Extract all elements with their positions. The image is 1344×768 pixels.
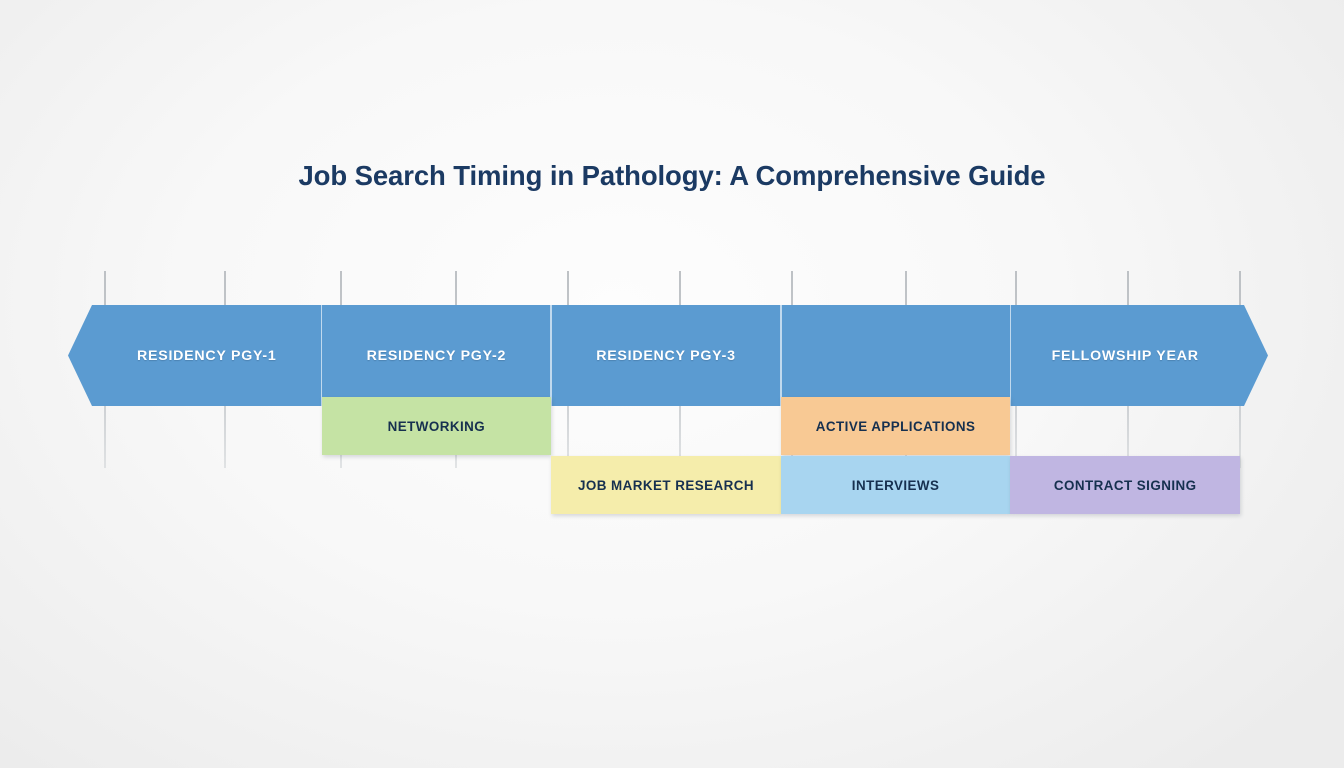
task-label-1: NETWORKING	[387, 418, 486, 434]
phase-segment-3[interactable]: RESIDENCY PGY-3	[551, 305, 781, 406]
task-bar-active-applications[interactable]: ACTIVE APPLICATIONS	[780, 397, 1011, 455]
phase-separator-3	[779, 305, 782, 406]
phase-segment-1[interactable]: RESIDENCY PGY-1	[92, 305, 322, 406]
phase-separator-2	[550, 305, 553, 406]
phase-segment-5[interactable]: FELLOWSHIP YEAR	[1010, 305, 1240, 406]
task-label-5: CONTRACT SIGNING	[1053, 477, 1197, 493]
task-bar-interviews[interactable]: INTERVIEWS	[780, 456, 1011, 514]
phase-label-2: RESIDENCY PGY-2	[366, 347, 507, 364]
task-label-2: ACTIVE APPLICATIONS	[815, 418, 976, 434]
phase-segment-2[interactable]: RESIDENCY PGY-2	[322, 305, 552, 406]
timeline-arrow-shape	[68, 305, 1268, 406]
phase-separator-1	[320, 305, 323, 406]
task-bar-job-market-research[interactable]: JOB MARKET RESEARCH	[551, 456, 781, 514]
task-bar-contract-signing[interactable]: CONTRACT SIGNING	[1010, 456, 1240, 514]
phase-label-1: RESIDENCY PGY-1	[137, 347, 277, 364]
task-label-4: INTERVIEWS	[851, 477, 940, 493]
phase-segment-4[interactable]	[781, 305, 1011, 406]
phase-label-3: RESIDENCY PGY-3	[596, 347, 736, 364]
task-bar-networking[interactable]: NETWORKING	[321, 397, 552, 455]
phase-label-5: FELLOWSHIP YEAR	[1051, 347, 1199, 364]
chart-title: Job Search Timing in Pathology: A Compre…	[298, 160, 1046, 191]
timeline-phase-band: RESIDENCY PGY-1 RESIDENCY PGY-2 RESIDENCY …	[68, 305, 1268, 406]
phase-separator-4	[1009, 305, 1012, 406]
task-label-3: JOB MARKET RESEARCH	[578, 477, 754, 493]
